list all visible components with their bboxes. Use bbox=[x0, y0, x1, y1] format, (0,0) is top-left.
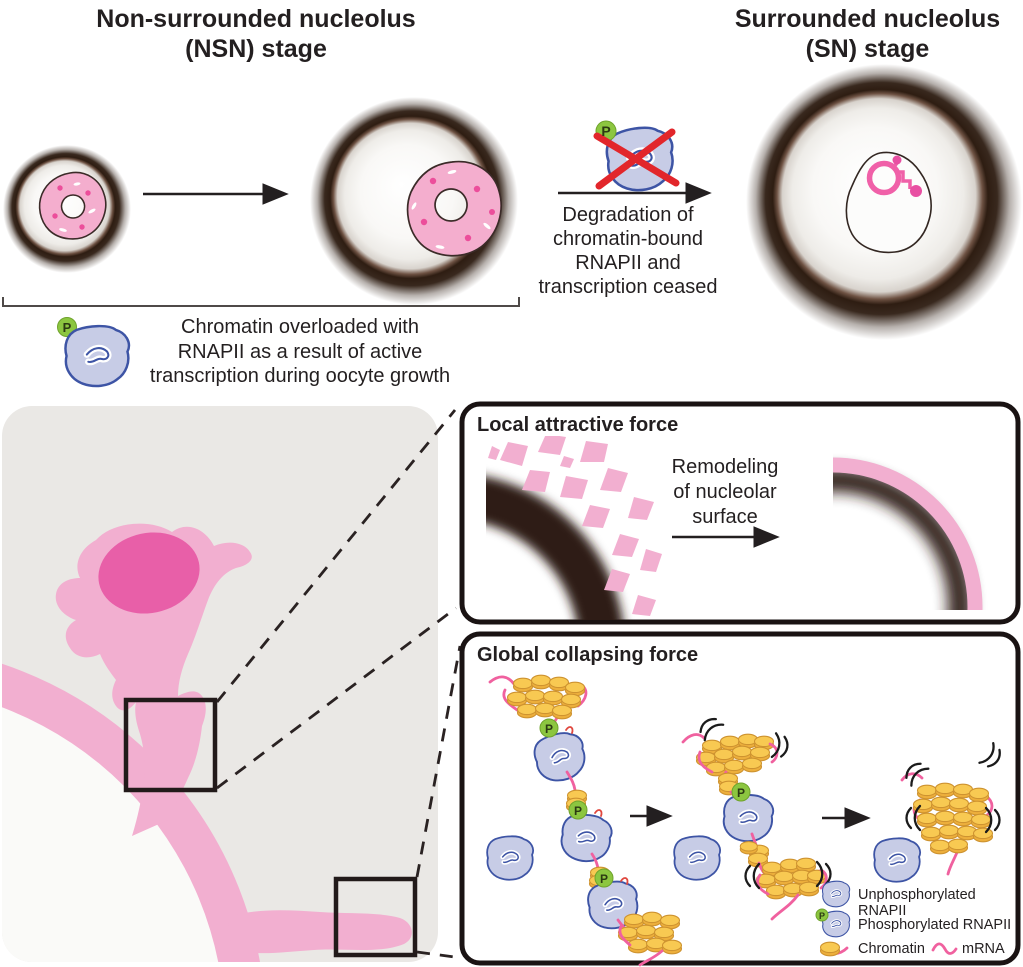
nsn-stage-title: Non-surrounded nucleolus (NSN) stage bbox=[26, 4, 486, 64]
legend-label-chromatin: Chromatin bbox=[858, 941, 925, 957]
nsn-cell-small bbox=[3, 145, 131, 273]
chromatin-fragments bbox=[488, 436, 662, 616]
zoom-region-local bbox=[123, 697, 218, 793]
remodeling-line: Remodeling bbox=[671, 456, 779, 478]
chromatin-donut bbox=[406, 160, 502, 257]
chromatin-icon bbox=[739, 841, 849, 957]
zoom-connectors bbox=[215, 409, 463, 960]
sn-title-line1: Surrounded nucleolus bbox=[734, 5, 1001, 33]
local-panel-title: Local attractive force bbox=[477, 414, 679, 436]
nucleolar-surface-after bbox=[833, 457, 983, 610]
sn-stage-title: Surrounded nucleolus (SN) stage bbox=[712, 4, 1023, 64]
sn-title-line2: (SN) stage bbox=[805, 35, 930, 63]
sn-cell bbox=[746, 64, 1022, 340]
remodeling-line: of nucleolar bbox=[673, 481, 777, 503]
transition-caption: Degradation of chromatin-bound RNAPII an… bbox=[517, 203, 739, 299]
legend bbox=[739, 841, 958, 957]
chromatin-arm bbox=[228, 910, 412, 962]
chromatin-donut bbox=[38, 171, 107, 240]
nsn-title-line1: Non-surrounded nucleolus bbox=[96, 5, 416, 33]
transition-line: transcription ceased bbox=[538, 276, 718, 298]
red-cross-icon bbox=[593, 128, 680, 190]
oocyte-closeup bbox=[2, 406, 438, 962]
unphosphorylated-rnapii-icon bbox=[821, 879, 852, 909]
chromatin-blob-with-nucleolus bbox=[55, 523, 252, 836]
chromatin-cluster bbox=[617, 911, 683, 955]
nucleolus-dense-core bbox=[98, 532, 200, 614]
svg-text:P: P bbox=[819, 911, 825, 921]
global-panel-title: Global collapsing force bbox=[477, 644, 699, 666]
svg-text:P: P bbox=[737, 786, 745, 800]
nucleolus-body bbox=[2, 685, 225, 962]
transition-line: RNAPII and bbox=[575, 252, 681, 274]
svg-text:P: P bbox=[63, 320, 72, 335]
sn-chromatin-ring bbox=[866, 155, 922, 197]
remodeling-line: surface bbox=[692, 506, 758, 528]
remodeling-caption: Remodeling of nucleolar surface bbox=[652, 455, 798, 530]
phosphorylated-rnapii-icon bbox=[57, 317, 129, 386]
degraded-rnapii bbox=[593, 120, 680, 192]
legend-label-mrna: mRNA bbox=[962, 941, 1005, 957]
svg-text:P: P bbox=[545, 722, 553, 736]
stage-partial-collapse bbox=[674, 713, 832, 921]
stage-extended-chromatin bbox=[487, 674, 683, 967]
bracket-line: transcription during oocyte growth bbox=[149, 365, 451, 387]
nsn-bracket bbox=[2, 297, 520, 307]
global-force-panel bbox=[459, 631, 1021, 967]
svg-text:P: P bbox=[601, 123, 610, 139]
transition-line: Degradation of bbox=[562, 204, 694, 226]
bracket-line: Chromatin overloaded with bbox=[181, 316, 419, 338]
local-force-panel bbox=[459, 401, 1021, 625]
unphosphorylated-rnapii bbox=[487, 836, 533, 879]
svg-text:P: P bbox=[600, 872, 608, 886]
svg-text:P: P bbox=[574, 804, 582, 818]
bracket-caption: Chromatin overloaded with RNAPII as a re… bbox=[100, 315, 500, 389]
nsn-title-line2: (NSN) stage bbox=[185, 35, 327, 63]
legend-label-phosphorylated: Phosphorylated RNAPII bbox=[858, 917, 1012, 933]
transition-line: chromatin-bound bbox=[552, 228, 704, 250]
bracket-line: RNAPII as a result of active bbox=[177, 340, 423, 363]
zoom-region-global bbox=[333, 876, 418, 958]
stage-collapsed-chromatin bbox=[874, 741, 1006, 882]
legend-label-unphosphorylated: Unphosphorylated RNAPII bbox=[858, 887, 976, 919]
nucleolar-surface-before bbox=[486, 436, 662, 620]
unphosphorylated-rnapii bbox=[874, 838, 920, 881]
nsn-cell-large bbox=[310, 97, 518, 305]
unphosphorylated-rnapii bbox=[674, 836, 720, 879]
phospho-labels: P P P P P P P bbox=[63, 123, 825, 921]
mrna-icon bbox=[931, 942, 958, 955]
